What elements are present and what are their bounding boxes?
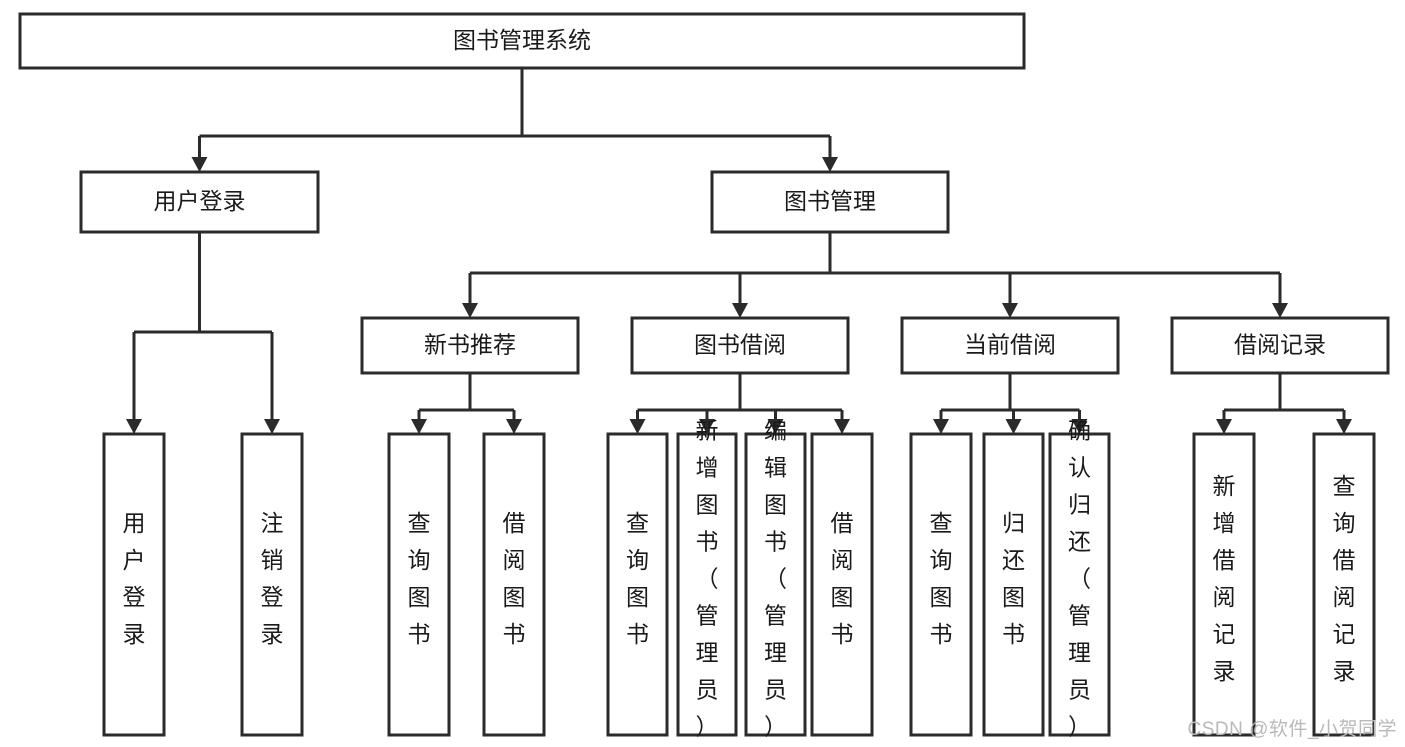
level2-node-0-box (79, 170, 320, 234)
leaf-node-12[interactable]: 查询借阅记录 (1312, 432, 1376, 737)
level3-node-0-box (360, 316, 580, 375)
leaf-node-6-label: 编辑图书（管理员） (764, 418, 787, 740)
root-to-level2-branch-0-arrowhead (191, 157, 208, 172)
level2-node-0-label: 用户登录 (154, 188, 246, 214)
root-to-level2-branch-1-arrowhead (822, 157, 838, 172)
leaf-node-8-label: 查询图书 (930, 510, 953, 647)
leaf-node-2[interactable]: 查询图书 (387, 432, 451, 737)
level3-node-2-label: 当前借阅 (964, 332, 1056, 358)
leaf-node-8[interactable]: 查询图书 (909, 432, 973, 737)
user-login-children-branch-0-arrowhead (126, 419, 142, 434)
level3-1-children-branch-0-arrowhead (629, 419, 646, 434)
leaf-node-10-label: 确认归还（管理员） (1068, 418, 1091, 740)
level3-1-children-branch-2-arrowhead (767, 419, 784, 434)
leaf-node-3-box (482, 432, 546, 737)
leaf-node-1[interactable]: 注销登录 (240, 432, 304, 737)
leaf-node-8-box (909, 432, 973, 737)
level3-node-3[interactable]: 借阅记录 (1170, 316, 1390, 375)
leaf-node-2-box (387, 432, 451, 737)
level3-node-1-box (630, 316, 850, 375)
level2-node-0[interactable]: 用户登录 (79, 170, 320, 234)
leaf-node-10[interactable]: 确认归还（管理员） (1048, 418, 1111, 740)
leaf-node-3[interactable]: 借阅图书 (482, 432, 546, 737)
book-mgmt-to-level3-branch-3-arrowhead (1272, 303, 1288, 318)
root-node-box (18, 12, 1026, 70)
level3-node-3-label: 借阅记录 (1234, 332, 1326, 358)
leaf-node-1-box (240, 432, 304, 737)
level3-3-children-branch-1-arrowhead (1336, 419, 1352, 434)
level3-0-children-branch-0-arrowhead (411, 419, 427, 434)
leaf-node-5[interactable]: 新增图书（管理员） (676, 418, 738, 740)
root-node-label: 图书管理系统 (453, 27, 591, 53)
leaf-node-6[interactable]: 编辑图书（管理员） (744, 418, 807, 740)
level3-node-1-label: 图书借阅 (694, 332, 786, 358)
book-mgmt-to-level3-branch-0-arrowhead (462, 303, 478, 318)
book-mgmt-to-level3-branch-1-arrowhead (732, 303, 748, 318)
level3-2-children-branch-1-arrowhead (1005, 419, 1022, 434)
leaf-node-6-box (744, 432, 807, 737)
leaf-node-7[interactable]: 借阅图书 (810, 432, 874, 737)
level3-2-children-branch-0-arrowhead (933, 419, 949, 434)
leaf-node-4-label: 查询图书 (626, 510, 649, 647)
leaf-node-9-box (982, 432, 1045, 737)
leaf-node-9-label: 归还图书 (1002, 510, 1025, 647)
leaf-node-0-label: 用户登录 (123, 510, 146, 647)
leaf-node-7-label: 借阅图书 (831, 510, 854, 647)
level3-3-children-branch-0-arrowhead (1216, 419, 1232, 434)
leaf-node-10-box (1048, 432, 1111, 737)
level3-2-children-branch-2-arrowhead (1071, 419, 1088, 434)
level2-node-1-box (710, 170, 950, 234)
leaf-node-5-box (676, 432, 738, 737)
nodes-layer: 图书管理系统用户登录图书管理新书推荐图书借阅当前借阅借阅记录用户登录注销登录查询… (18, 12, 1390, 740)
leaf-node-12-label: 查询借阅记录 (1333, 473, 1356, 684)
leaf-node-0[interactable]: 用户登录 (102, 432, 166, 737)
leaf-node-5-label: 新增图书（管理员） (696, 418, 719, 740)
level3-1-children-branch-1-arrowhead (699, 419, 715, 434)
level3-0-children-branch-1-arrowhead (506, 419, 522, 434)
level3-node-0-label: 新书推荐 (424, 332, 516, 358)
leaf-node-11-label: 新增借阅记录 (1213, 473, 1236, 684)
root-node[interactable]: 图书管理系统 (18, 12, 1026, 70)
level3-node-1[interactable]: 图书借阅 (630, 316, 850, 375)
leaf-node-12-box (1312, 432, 1376, 737)
connectors-layer (126, 68, 1352, 434)
level3-node-0[interactable]: 新书推荐 (360, 316, 580, 375)
level2-node-1-label: 图书管理 (784, 188, 876, 214)
leaf-node-4-box (606, 432, 669, 737)
leaf-node-11[interactable]: 新增借阅记录 (1192, 432, 1256, 737)
leaf-node-1-label: 注销登录 (261, 510, 284, 647)
leaf-node-0-box (102, 432, 166, 737)
level2-node-1[interactable]: 图书管理 (710, 170, 950, 234)
user-login-children-branch-1-arrowhead (264, 419, 280, 434)
level3-node-3-box (1170, 316, 1390, 375)
csdn-watermark: CSDN @软件_小贺同学 (1187, 719, 1397, 740)
level3-1-children-branch-3-arrowhead (834, 419, 850, 434)
leaf-node-7-box (810, 432, 874, 737)
level3-node-2-box (900, 316, 1120, 375)
leaf-node-4[interactable]: 查询图书 (606, 432, 669, 737)
leaf-node-2-label: 查询图书 (408, 510, 431, 647)
level3-node-2[interactable]: 当前借阅 (900, 316, 1120, 375)
book-mgmt-to-level3-branch-2-arrowhead (1002, 303, 1018, 318)
leaf-node-3-label: 借阅图书 (503, 510, 526, 647)
leaf-node-9[interactable]: 归还图书 (982, 432, 1045, 737)
leaf-node-11-box (1192, 432, 1256, 737)
